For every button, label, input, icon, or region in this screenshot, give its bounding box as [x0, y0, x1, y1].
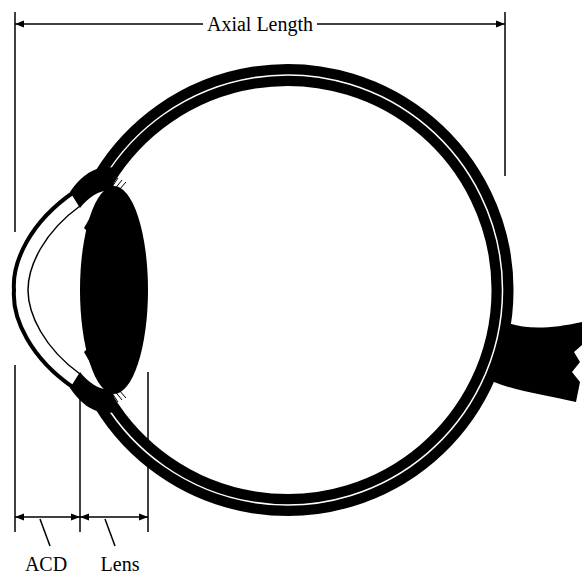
dimension-label: Axial Length — [203, 13, 317, 35]
dimension-label: Lens — [97, 553, 144, 575]
dimension-label: ACD — [21, 553, 71, 575]
